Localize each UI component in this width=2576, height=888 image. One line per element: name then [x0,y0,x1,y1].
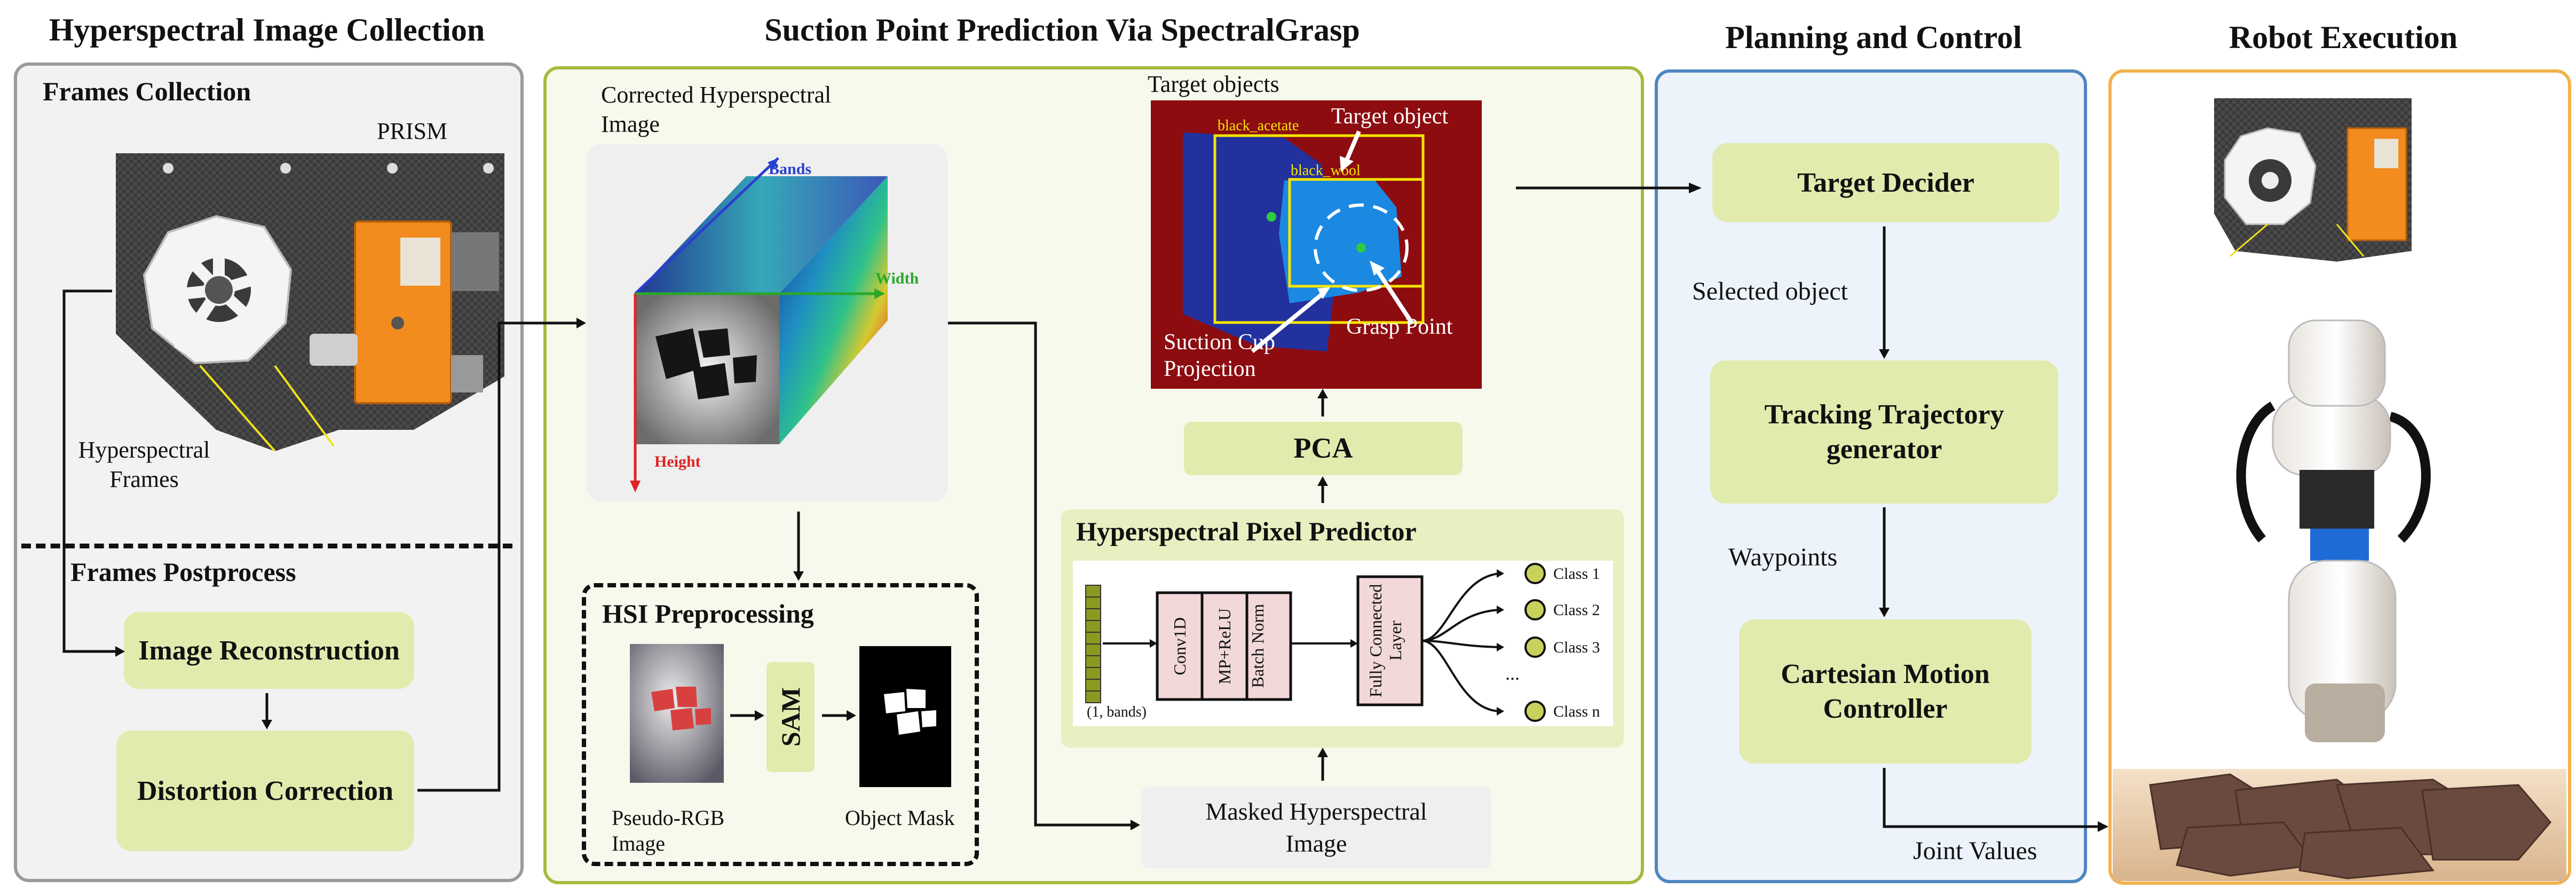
waypoints-label: Waypoints [1728,543,1838,571]
target-object-annotation: Target object [1331,104,1449,129]
object-mask-image [859,646,951,787]
prism-label: PRISM [377,118,448,144]
prediction-title: Suction Point Prediction Via SpectralGra… [764,12,1360,48]
robot-execution-illustration [2113,98,2566,881]
class-label-2: Class 2 [1553,601,1600,619]
axis-height-label: Height [654,453,701,470]
pca-box: PCA [1184,422,1463,475]
trajectory-generator-box: Tracking Trajectory generator [1710,360,2058,504]
hsi-preprocessing-box [582,583,979,866]
target-decider-box: Target Decider [1712,143,2059,222]
target-objects-label: Target objects [1148,71,1279,97]
selected-object-label: Selected object [1692,277,1848,305]
target-objects-image: black_acetate black_wool [1151,100,1482,389]
collection-divider [21,544,512,548]
axis-bands-label: Bands [769,160,812,178]
collection-title: Hyperspectral Image Collection [49,12,485,48]
input-shape-label: (1, bands) [1087,704,1147,720]
execution-title: Robot Execution [2229,20,2458,55]
image-reconstruction-box: Image Reconstruction [124,612,414,689]
motion-controller-box: Cartesian Motion Controller [1739,619,2032,764]
masked-image-label: Masked Hyperspectral Image [1205,798,1427,857]
hsi-preprocessing-title: HSI Preprocessing [602,599,814,628]
class-label-1: Class 1 [1553,565,1600,583]
grasp-point-annotation: Grasp Point [1346,315,1453,339]
axis-width-label: Width [875,270,919,287]
planning-title: Planning and Control [1725,20,2022,55]
frames-collection-label: Frames Collection [43,76,251,106]
prism-device-illustration [116,153,504,451]
hyperspectral-frames-label: Hyperspectral Frames [78,437,210,492]
svg-text:black_acetate: black_acetate [1218,117,1299,134]
class-label-3: Class 3 [1553,639,1600,656]
joint-values-label: Joint Values [1913,837,2037,865]
frames-postprocess-label: Frames Postprocess [70,557,296,587]
suction-cup-annotation: Suction Cup Projection [1164,330,1275,382]
corrected-image-label: Corrected Hyperspectral Image [601,82,832,137]
pseudo-rgb-image [630,644,724,783]
pixel-predictor-title: Hyperspectral Pixel Predictor [1076,516,1417,546]
pseudo-rgb-label: Pseudo-RGB Image [612,806,725,855]
sam-box: SAM [767,662,815,772]
class-label-ellipsis: ... [1505,663,1520,684]
hyperspectral-cube [630,157,888,492]
class-label-n: Class n [1553,703,1600,720]
object-mask-label: Object Mask [845,806,955,830]
distortion-correction-box: Distortion Correction [116,730,414,851]
masked-image-box: Masked Hyperspectral Image [1141,787,1491,868]
network-diagram [1085,563,1546,722]
